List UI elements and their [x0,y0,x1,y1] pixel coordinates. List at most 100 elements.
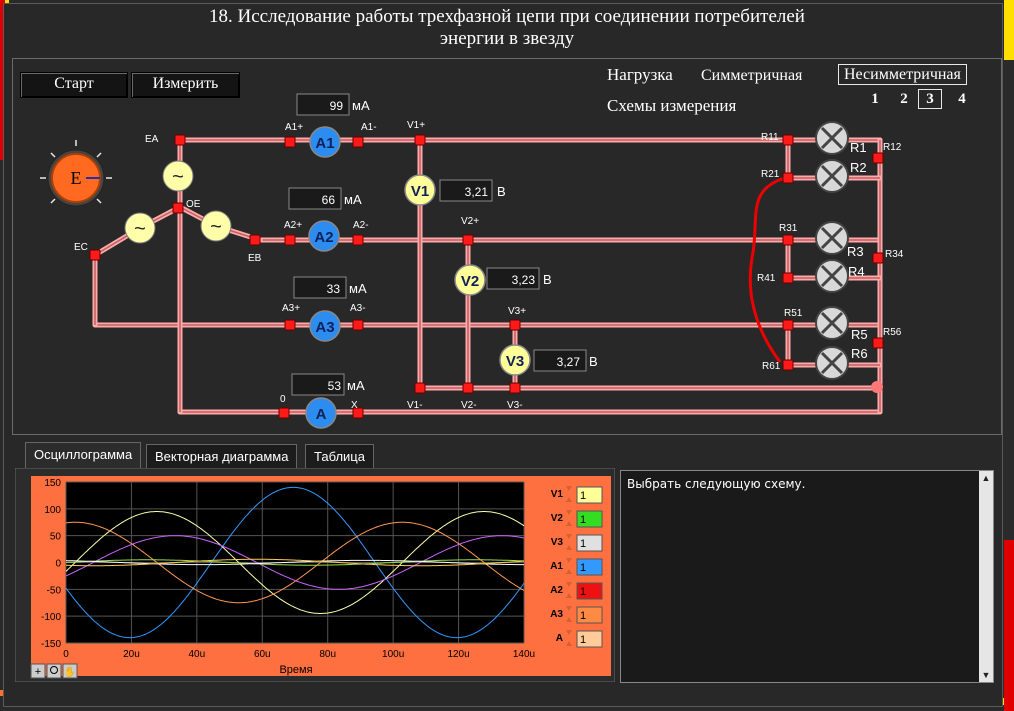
resistor-r3-lamp-icon[interactable] [815,221,849,255]
zoom-tool-icon[interactable] [46,663,62,679]
terminals [89,134,884,419]
pan-tool-icon[interactable] [62,663,78,679]
terminal-socket[interactable] [782,134,794,146]
legend-a1-spinner-icon[interactable] [566,558,572,574]
legend-v2-swatch[interactable] [576,510,603,528]
legend-v3-swatch[interactable] [576,534,603,552]
circuit-diagram: E ~ ~ ~ EA EB EC OE 99 мА 66 мА 33 мА 53… [40,93,904,429]
tab-oscillogram[interactable]: Осциллограмма [25,442,142,469]
voltmeter-v2-minus-label: V2- [461,400,477,411]
legend-a1-name: A1 [550,561,563,572]
scheme-3[interactable]: 3 [918,89,942,109]
voltmeter-v1-plus-label: V1+ [407,120,425,131]
x-tick-label: 20u [123,649,140,660]
scrollbar[interactable]: ▲ ▼ [979,471,993,682]
start-button[interactable]: Старт [20,72,128,98]
terminal-socket[interactable] [872,152,884,164]
tab-vector-diagram[interactable]: Векторная диаграмма [146,444,298,469]
ammeter-a-icon[interactable] [305,397,337,429]
load-symmetric-option[interactable]: Симметричная [701,67,803,84]
source-e-icon[interactable] [40,140,112,207]
legend-a1-swatch[interactable] [576,558,603,576]
terminal-label-r34: R34 [885,249,904,260]
ammeter-a2-icon[interactable] [308,220,340,252]
terminal-socket[interactable] [284,319,296,331]
ammeter-a2-display: 66 мА [288,187,362,210]
terminal-socket[interactable] [174,134,186,146]
scheme-2[interactable]: 2 [900,91,908,107]
ammeter-a3-icon[interactable] [309,310,341,342]
scroll-down-icon[interactable]: ▼ [981,670,991,680]
terminal-socket[interactable] [352,319,364,331]
resistor-r4-lamp-icon[interactable] [815,259,849,293]
cursor-tool-icon[interactable] [30,663,46,679]
terminal-socket[interactable] [278,407,290,419]
ammeter-a3-value: 33 [327,282,341,296]
ammeter-a1-icon[interactable] [309,126,341,158]
terminal-socket[interactable] [462,234,474,246]
terminal-socket[interactable] [352,234,364,246]
corner-stripe-red [0,0,5,160]
resistor-r1-lamp-icon[interactable] [815,121,849,155]
legend-a-swatch[interactable] [576,630,603,648]
terminal-socket[interactable] [352,136,364,148]
terminal-socket[interactable] [872,337,884,349]
legend-v2-spinner-icon[interactable] [566,510,572,526]
generator-a-icon: ~ [162,160,194,192]
terminal-socket[interactable] [782,234,794,246]
legend-a3-swatch[interactable] [576,606,603,624]
x-tick-label: 80u [319,649,336,660]
legend-a2-spinner-icon[interactable] [566,582,572,598]
terminal-socket[interactable] [509,382,521,394]
terminal-socket[interactable] [352,407,364,419]
resistor-r5-lamp-icon[interactable] [815,306,849,340]
voltmeter-v3-icon[interactable] [499,344,531,376]
voltmeter-v1-unit: В [497,184,506,199]
voltmeter-v1-icon[interactable] [404,174,436,206]
legend-v1-name: V1 [551,489,564,500]
scheme-4[interactable]: 4 [958,91,966,107]
terminal-socket[interactable] [462,382,474,394]
resistor-r6-label: R6 [851,346,868,361]
legend-a2-swatch[interactable] [576,582,603,600]
terminal-socket[interactable] [249,234,261,246]
terminal-socket[interactable] [782,359,794,371]
ammeter-a3-display: 33 мА [293,276,367,299]
voltmeter-v2-icon[interactable] [454,264,486,296]
svg-text:~: ~ [134,218,146,240]
terminal-socket[interactable] [872,252,884,264]
resistor-r6-lamp-icon[interactable] [815,346,849,380]
legend-a-spinner-icon[interactable] [566,630,572,646]
resistor-r2-lamp-icon[interactable] [815,159,849,193]
terminal-label-r61: R61 [762,361,781,372]
legend-v3-spinner-icon[interactable] [566,534,572,550]
terminal-socket[interactable] [414,134,426,146]
scheme-1[interactable]: 1 [871,91,879,107]
terminal-socket[interactable] [509,319,521,331]
legend-v1-spinner-icon[interactable] [566,486,572,502]
terminal-socket[interactable] [172,202,184,214]
ammeter-a-display: 53 мА [291,373,365,396]
terminal-socket[interactable] [782,319,794,331]
terminal-socket[interactable] [89,249,101,261]
graph-tools[interactable]: + ✋ [30,663,78,679]
y-tick-label: 50 [50,532,62,543]
load-asymmetric-option[interactable]: Несимметричная [838,64,967,85]
terminal-socket[interactable] [284,234,296,246]
legend-a3-spinner-icon[interactable] [566,606,572,622]
message-box: Выбрать следующую схему. ▲ ▼ [620,470,994,683]
terminal-socket[interactable] [414,382,426,394]
terminal-socket[interactable] [782,172,794,184]
legend-v1-swatch[interactable] [576,486,603,504]
legend-v3-name: V3 [551,537,564,548]
scroll-up-icon[interactable]: ▲ [981,473,991,483]
source-e-label: E [71,168,82,188]
measure-button[interactable]: Измерить [131,72,240,98]
ammeter-a2-value: 66 [322,193,336,207]
legend-a2-name: A2 [550,585,563,596]
terminal-socket[interactable] [782,272,794,284]
terminal-socket[interactable] [284,136,296,148]
jumper-wire[interactable] [748,176,786,363]
tab-table[interactable]: Таблица [305,444,374,469]
